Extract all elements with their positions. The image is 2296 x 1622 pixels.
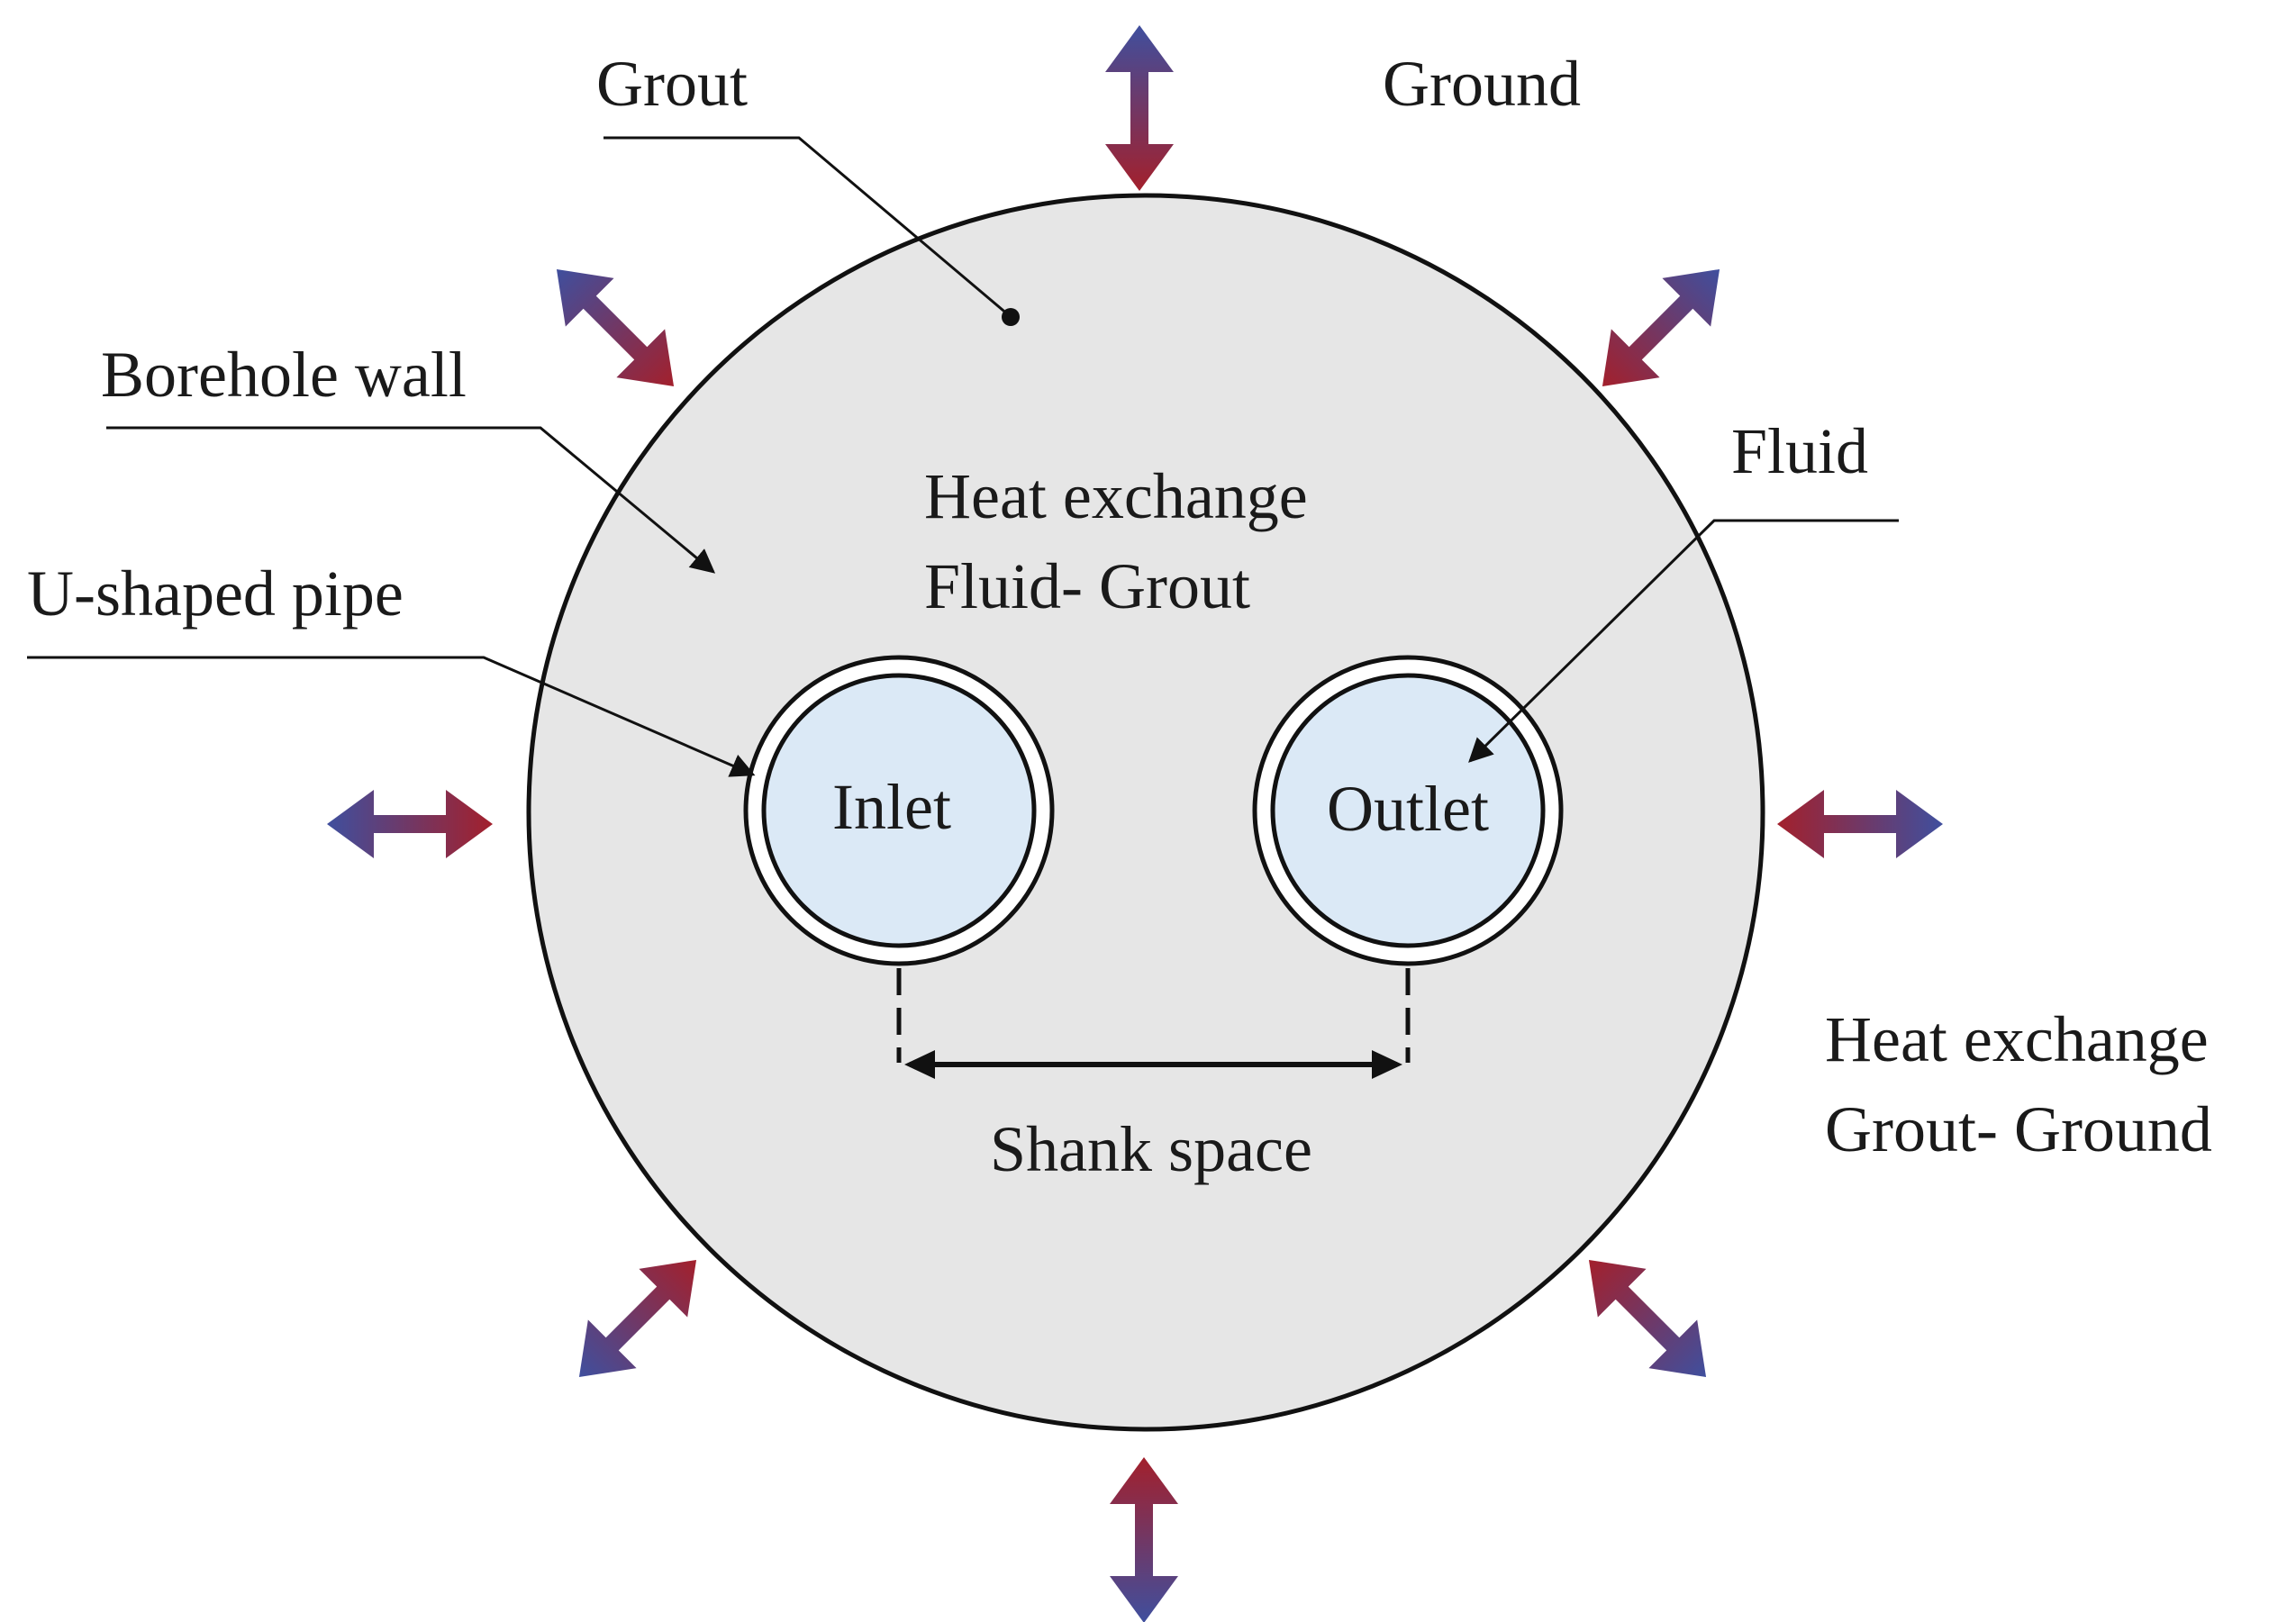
heat-exchange-inner-line1: Heat exchange <box>924 460 1308 532</box>
shank-space-label: Shank space <box>990 1113 1312 1185</box>
fluid-leader <box>1468 519 1899 763</box>
arrow-top-right <box>1602 268 1720 387</box>
arrow-bottom <box>1110 1457 1178 1622</box>
arrow-top <box>1105 25 1174 191</box>
grout-leader-dot <box>1002 308 1020 326</box>
arrow-left <box>327 790 493 858</box>
shank-space-dimension <box>896 968 1411 1079</box>
leader-lines <box>27 136 1899 777</box>
arrow-right <box>1777 790 1943 858</box>
u-shaped-pipe-label: U-shaped pipe <box>27 557 404 630</box>
borehole-wall-label: Borehole wall <box>101 339 467 411</box>
arrow-bottom-right <box>1588 1259 1707 1378</box>
arrow-top-left <box>556 268 675 387</box>
heat-exchange-outer-line1: Heat exchange <box>1825 1003 2209 1075</box>
inlet-pipe <box>743 655 1055 966</box>
grout-leader <box>603 136 1010 317</box>
ground-label: Ground <box>1383 48 1581 120</box>
arrow-bottom-left <box>578 1259 697 1378</box>
outlet-label: Outlet <box>1327 773 1489 845</box>
heat-exchange-outer-line2: Grout- Ground <box>1825 1093 2212 1165</box>
inlet-label: Inlet <box>832 771 951 843</box>
borehole-grout-circle <box>526 193 1765 1432</box>
fluid-label: Fluid <box>1731 415 1868 487</box>
grout-label: Grout <box>596 48 748 120</box>
u-shaped-pipe-leader <box>27 656 756 777</box>
borehole-wall-leader <box>106 426 716 574</box>
heat-exchange-inner-line2: Fluid- Grout <box>924 550 1250 622</box>
heat-flow-arrows <box>327 25 1943 1622</box>
